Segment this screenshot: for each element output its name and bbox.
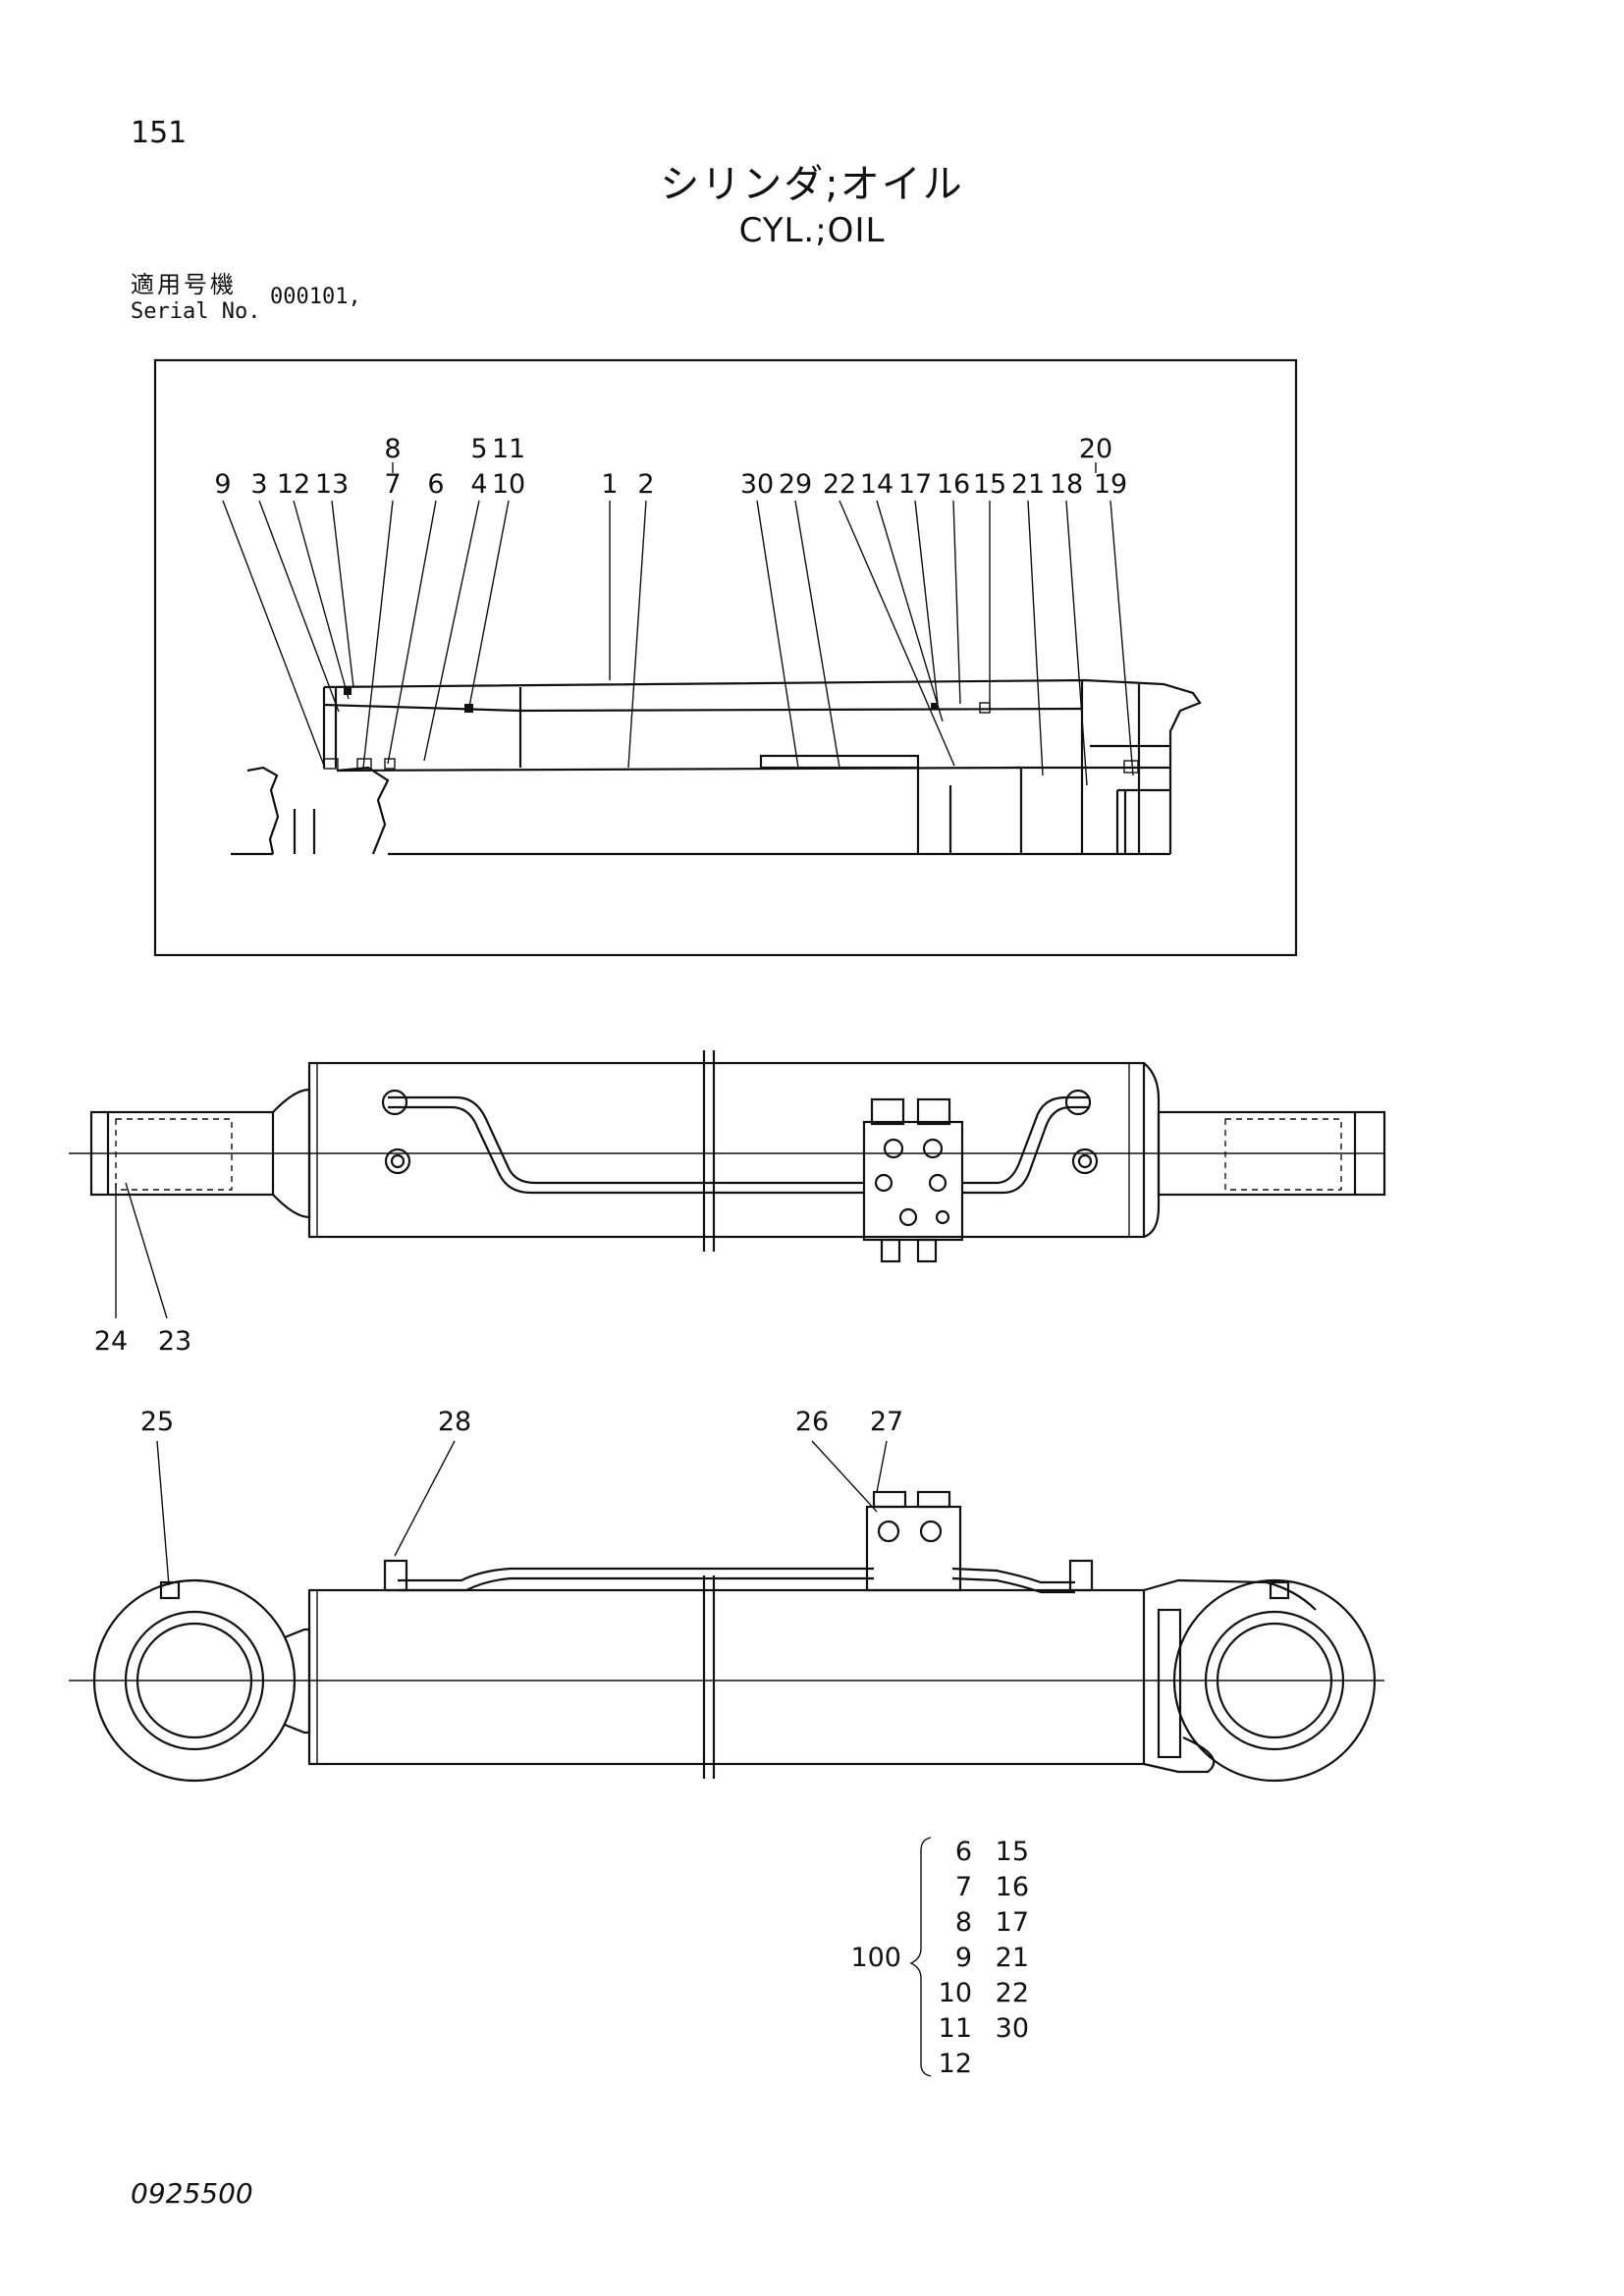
front-view-assembly: 25 28 26 27	[69, 1407, 1384, 1783]
callout-26: 26	[795, 1407, 829, 1437]
kit-item: 6	[955, 1837, 972, 1867]
callout-13: 13	[315, 469, 349, 500]
kit-item: 11	[939, 2013, 972, 2044]
callout-23: 23	[158, 1326, 191, 1357]
kit-item: 30	[996, 2013, 1029, 2044]
callout-19: 19	[1094, 469, 1127, 500]
serial-label-english: Serial No.	[131, 299, 261, 324]
callout-8: 8	[384, 434, 401, 464]
callout-16: 16	[937, 469, 970, 500]
callout-11: 11	[492, 434, 525, 464]
page-number: 151	[131, 116, 188, 150]
kit-item: 21	[996, 1943, 1029, 1973]
callout-18: 18	[1050, 469, 1083, 500]
detail-frame	[153, 358, 1298, 957]
callout-5: 5	[470, 434, 487, 464]
page-title-english: CYL.;OIL	[738, 211, 886, 250]
callout-12: 12	[277, 469, 310, 500]
detail-section-view: 8 5 11 20 9 3 12 13 7 6 4 10 1 2 30 29 2…	[69, 358, 1386, 2079]
footer-code: 0925500	[131, 2177, 253, 2210]
kit-item: 15	[996, 1837, 1029, 1867]
callout-3: 3	[250, 469, 267, 500]
section-cylinder-body	[231, 678, 1202, 856]
callout-27: 27	[870, 1407, 903, 1437]
kit-item: 16	[996, 1872, 1029, 1902]
callout-14: 14	[860, 469, 893, 500]
kit-item: 12	[939, 2049, 972, 2079]
kit-number: 100	[850, 1943, 901, 1973]
kit-item: 22	[996, 1978, 1029, 2008]
callout-9: 9	[214, 469, 231, 500]
callout-24: 24	[94, 1326, 128, 1357]
kit-item: 17	[996, 1907, 1029, 1938]
callout-22: 22	[823, 469, 856, 500]
serial-label-japanese: 適用号機	[131, 271, 237, 298]
callout-21: 21	[1011, 469, 1045, 500]
callout-1: 1	[601, 469, 618, 500]
callout-28: 28	[438, 1407, 471, 1437]
callout-25: 25	[140, 1407, 174, 1437]
callout-7: 7	[384, 469, 401, 500]
leader-lines	[222, 500, 1134, 786]
callout-29: 29	[779, 469, 812, 500]
top-view-assembly: 24 23	[69, 1050, 1386, 1357]
callout-30: 30	[740, 469, 774, 500]
kit-legend: 100 6 7 8 9 10 11 12 15 16 17 21 22 30	[850, 1837, 1029, 2079]
callout-4: 4	[470, 469, 487, 500]
callout-20: 20	[1079, 434, 1112, 464]
callout-6: 6	[427, 469, 444, 500]
kit-item: 7	[955, 1872, 972, 1902]
callout-17: 17	[898, 469, 932, 500]
callout-2: 2	[637, 469, 654, 500]
kit-item: 9	[955, 1943, 972, 1973]
kit-item: 8	[955, 1907, 972, 1938]
page-title-japanese: シリンダ;オイル	[660, 162, 964, 207]
serial-value: 000101,	[270, 285, 361, 309]
callout-10: 10	[492, 469, 525, 500]
callout-15: 15	[973, 469, 1006, 500]
kit-item: 10	[939, 1978, 972, 2008]
